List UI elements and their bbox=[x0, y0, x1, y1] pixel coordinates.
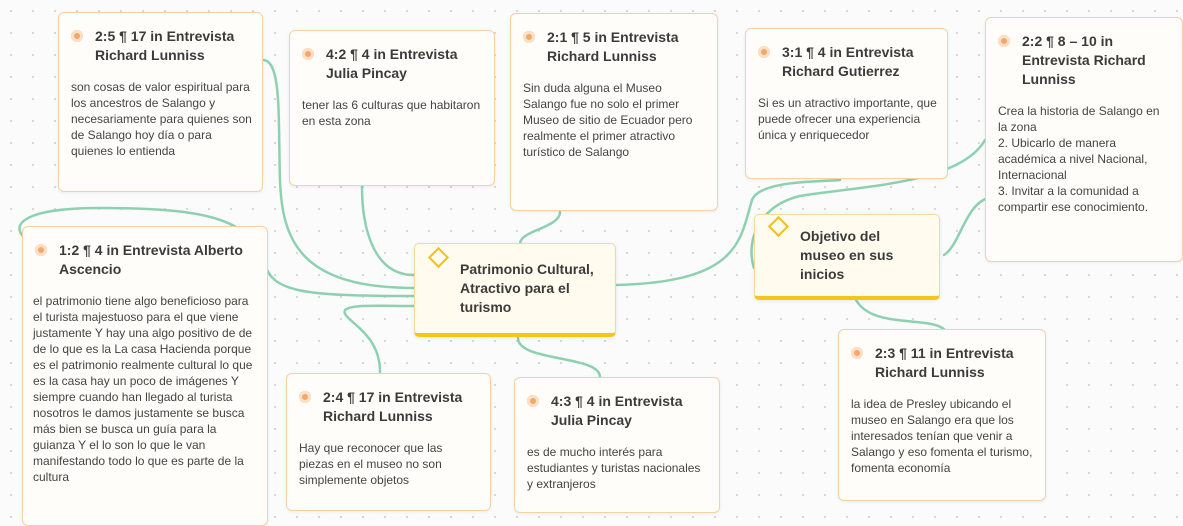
quote-text: Hay que reconocer que las piezas en el m… bbox=[299, 441, 443, 487]
quote-text: el patrimonio tiene algo beneficioso par… bbox=[33, 294, 253, 484]
quotation-circle-icon bbox=[71, 30, 83, 42]
link-q1-patrimonio bbox=[261, 58, 416, 290]
quote-text: Sin duda alguna el Museo Salango fue no … bbox=[523, 81, 693, 159]
quote-node[interactable]: 2:3 ¶ 11 in Entrevista Richard Lunniss l… bbox=[838, 329, 1046, 501]
link-q3-objetivo bbox=[750, 138, 987, 270]
code-node-objetivo[interactable]: Objetivo del museo en sus inicios bbox=[754, 214, 940, 300]
quote-node[interactable]: 4:3 ¶ 4 in Entrevista Julia Pincay es de… bbox=[514, 377, 720, 513]
code-diamond-icon bbox=[767, 215, 790, 238]
code-diamond-icon bbox=[427, 246, 450, 269]
quote-text: Crea la historia de Salango en la zona 2… bbox=[998, 104, 1160, 214]
quotation-circle-icon bbox=[851, 347, 863, 359]
quote-reference: 4:3 ¶ 4 in Entrevista Julia Pincay bbox=[551, 393, 683, 428]
link-q6-patrimonio bbox=[18, 206, 416, 298]
quote-reference: 2:4 ¶ 17 in Entrevista Richard Lunniss bbox=[323, 389, 463, 424]
code-node-patrimonio[interactable]: Patrimonio Cultural, Atractivo para el t… bbox=[414, 243, 616, 337]
quote-text: es de mucho interés para estudiantes y t… bbox=[527, 445, 701, 491]
quotation-circle-icon bbox=[523, 31, 535, 43]
link-q7-patrimonio bbox=[343, 304, 416, 374]
quotation-circle-icon bbox=[527, 395, 539, 407]
quotation-circle-icon bbox=[998, 35, 1010, 47]
quote-text: son cosas de valor espiritual para los a… bbox=[71, 80, 252, 158]
quote-text: la idea de Presley ubicando el museo en … bbox=[851, 397, 1033, 475]
quote-text: tener las 6 culturas que habitaron en es… bbox=[302, 98, 481, 128]
quote-reference: 3:1 ¶ 4 in Entrevista Richard Gutierrez bbox=[782, 44, 914, 79]
link-q8-patrimonio bbox=[516, 336, 602, 379]
quote-node[interactable]: 4:2 ¶ 4 in Entrevista Julia Pincay tener… bbox=[289, 30, 495, 186]
link-q9-objetivo bbox=[853, 296, 947, 332]
quote-reference: 4:2 ¶ 4 in Entrevista Julia Pincay bbox=[326, 46, 458, 81]
link-q2-patrimonio bbox=[360, 185, 416, 277]
quote-text: Si es un atractivo importante, que puede… bbox=[758, 96, 937, 142]
quote-reference: 2:3 ¶ 11 in Entrevista Richard Lunniss bbox=[875, 345, 1014, 380]
quotation-circle-icon bbox=[302, 48, 314, 60]
link-q3-patrimonio bbox=[518, 210, 562, 246]
quote-node[interactable]: 1:2 ¶ 4 in Entrevista Alberto Ascencio e… bbox=[22, 226, 268, 526]
quote-reference: 2:2 ¶ 8 – 10 in Entrevista Richard Lunni… bbox=[1022, 33, 1146, 87]
quotation-circle-icon bbox=[758, 46, 770, 58]
quote-reference: 1:2 ¶ 4 in Entrevista Alberto Ascencio bbox=[59, 242, 243, 277]
quotation-circle-icon bbox=[299, 391, 311, 403]
quote-node[interactable]: 3:1 ¶ 4 in Entrevista Richard Gutierrez … bbox=[745, 28, 948, 179]
quotation-circle-icon bbox=[35, 244, 47, 256]
quote-node[interactable]: 2:1 ¶ 5 in Entrevista Richard Lunniss Si… bbox=[510, 13, 718, 211]
quote-node[interactable]: 2:5 ¶ 17 in Entrevista Richard Lunniss s… bbox=[58, 12, 263, 192]
code-label: Patrimonio Cultural, Atractivo para el t… bbox=[460, 261, 594, 315]
code-label: Objetivo del museo en sus inicios bbox=[800, 228, 894, 282]
link-q4-patrimonio bbox=[614, 178, 842, 287]
link-q5-objetivo bbox=[942, 196, 990, 257]
quote-reference: 2:5 ¶ 17 in Entrevista Richard Lunniss bbox=[95, 28, 235, 63]
quote-node[interactable]: 2:2 ¶ 8 – 10 in Entrevista Richard Lunni… bbox=[985, 17, 1183, 262]
quote-reference: 2:1 ¶ 5 in Entrevista Richard Lunniss bbox=[547, 29, 679, 64]
quote-node[interactable]: 2:4 ¶ 17 in Entrevista Richard Lunniss H… bbox=[286, 373, 491, 511]
